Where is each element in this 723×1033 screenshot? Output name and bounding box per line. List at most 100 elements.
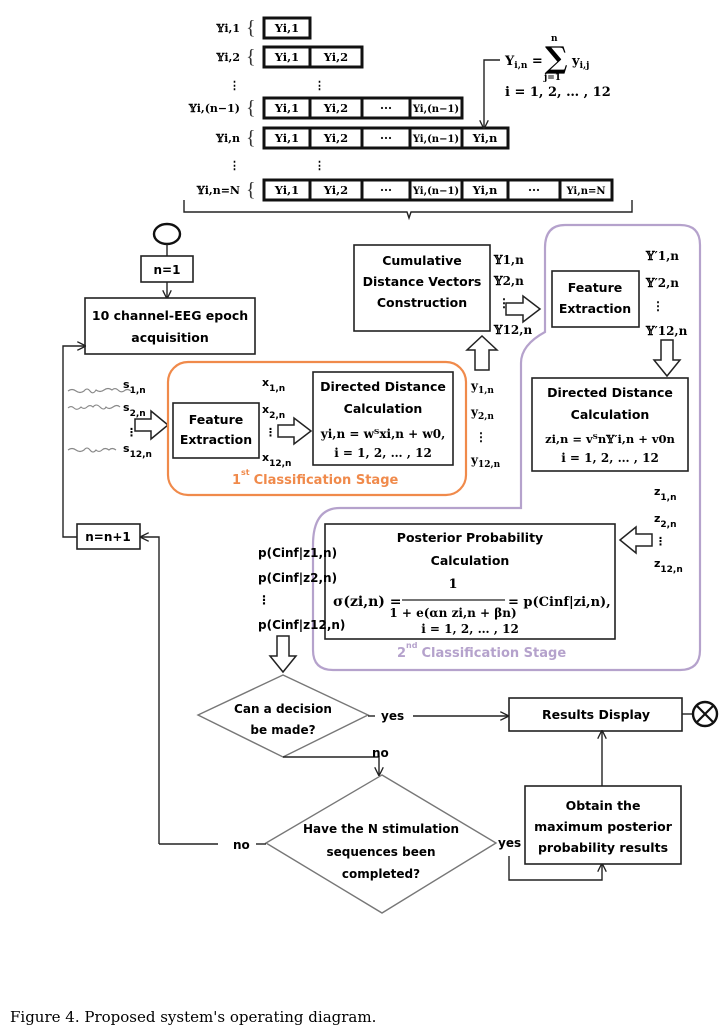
- signals-arrow: [134, 409, 170, 441]
- stage1-outputs: y1,n y2,n ⋮ y12,n: [470, 379, 501, 470]
- signal-label: s2,n: [123, 401, 146, 419]
- maxpost-line2: maximum posterior: [534, 819, 673, 834]
- stage2-container: [311, 223, 702, 672]
- stage1-container: [166, 360, 468, 497]
- signal-wave: [67, 387, 132, 394]
- stage1-ddc-line1: Directed Distance: [320, 379, 446, 394]
- no-loop-line: [141, 537, 160, 844]
- stage1-feature-box: [172, 402, 260, 459]
- row-cell-label: Yi,1: [274, 21, 299, 35]
- output-label: y12,n: [470, 453, 501, 470]
- stage2-feature-label: 𝕐′1,n: [645, 249, 679, 263]
- cumulative-line1: Cumulative: [382, 253, 462, 268]
- probability-dots: ⋮: [258, 593, 270, 607]
- stage2-feature-dots: ⋮: [652, 299, 664, 313]
- feature-label: x1,n: [262, 376, 285, 394]
- cumulative-line2: Distance Vectors: [363, 274, 482, 289]
- decision2-line3: completed?: [342, 867, 420, 881]
- output-dots: ⋮: [475, 430, 487, 444]
- cumulative-sum-formula: Yi,n = ∑ n j=1 yi,j i = 1, 2, … , 12: [484, 34, 611, 128]
- n-init-box: [140, 255, 194, 283]
- row-cell-label: Yi,(n−1): [412, 134, 459, 145]
- yes-line: [508, 856, 602, 881]
- row-cell-label: ···: [528, 183, 540, 197]
- z-arrow: [618, 525, 653, 555]
- end-terminal: [691, 700, 719, 728]
- row-cell-label: Yi,2: [323, 183, 348, 197]
- stage1-ddc-index: i = 1, 2, … , 12: [334, 446, 432, 460]
- row-label: ⋮: [229, 159, 240, 172]
- rows-brace: [183, 200, 633, 221]
- prob-down-arrow: [268, 635, 298, 674]
- probability-item: p(Cinf|z12,n): [258, 618, 345, 632]
- posterior-denominator: 1 + e(αn zi,n + βn): [389, 606, 516, 620]
- row-cell-label: ···: [380, 131, 392, 145]
- z-label: z2,n: [654, 512, 677, 530]
- stage2-ddc-index: i = 1, 2, … , 12: [561, 451, 659, 465]
- row-cell-label: Yi,n: [472, 183, 498, 197]
- row-dots: ⋮: [314, 79, 325, 92]
- row-cell-label: Yi,(n−1): [412, 104, 459, 115]
- results-box: [508, 697, 683, 732]
- signal-label: s12,n: [123, 442, 152, 460]
- decision2-no: no: [233, 838, 250, 852]
- cum-to-feature-arrow: [505, 294, 542, 324]
- no-arrow: [283, 756, 379, 775]
- posterior-line2: Calculation: [431, 553, 510, 568]
- row-label: 𝕐i,n=N: [196, 184, 240, 197]
- decision2-line1: Have the N stimulation: [303, 822, 459, 836]
- probability-list: p(Cinf|z1,n) p(Cinf|z2,n) ⋮ p(Cinf|z12,n…: [258, 546, 345, 632]
- decision1-line1: Can a decision: [234, 702, 332, 716]
- end-cross: [696, 705, 714, 723]
- row-cell-label: Yi,2: [323, 131, 348, 145]
- stage2-label: 2ndClassification Stage: [397, 641, 566, 661]
- stage1-arrow: [277, 416, 313, 446]
- row-brace: {: [246, 97, 256, 119]
- row-cell-label: Yi,2: [323, 101, 348, 115]
- feature-dots: ⋮: [265, 426, 276, 439]
- decision2-yes: yes: [498, 836, 521, 850]
- output-label: y1,n: [470, 379, 494, 396]
- formula-lhs: Yi,n =: [504, 54, 543, 71]
- z-label: z1,n: [654, 485, 677, 503]
- signal-dots: ⋮: [126, 426, 137, 439]
- row-cell: [262, 16, 312, 40]
- row-brace: {: [246, 17, 256, 39]
- stage1-features: x1,n x2,n ⋮ x12,n: [262, 376, 291, 469]
- stage2-features: 𝕐′1,n 𝕐′2,n ⋮ 𝕐′12,n: [645, 249, 688, 338]
- row-cell-label: Yi,n: [472, 131, 498, 145]
- posterior-line1: Posterior Probability: [397, 530, 543, 545]
- z-label: z12,n: [654, 557, 683, 575]
- stage1-feature-line1: Feature: [189, 412, 243, 427]
- row-cell-label: Yi,(n−1): [412, 186, 459, 197]
- posterior-lhs: σ(zi,n) =: [333, 594, 402, 610]
- decision2-line2: sequences been: [326, 845, 435, 859]
- decision1-diamond: [196, 674, 370, 758]
- stage2-ddc-line1: Directed Distance: [547, 385, 673, 400]
- maxpost-line3: probability results: [538, 840, 668, 855]
- stage2-feature-box: [551, 270, 640, 328]
- row-cell-label: Yi,1: [274, 101, 299, 115]
- row-cell: [558, 178, 614, 202]
- signal-wave: [67, 404, 121, 410]
- maxpost-box: [524, 785, 682, 865]
- loop-line: [62, 346, 85, 538]
- row-cell-label: Yi,1: [274, 183, 299, 197]
- formula-term: yi,j: [571, 54, 589, 71]
- probability-item: p(Cinf|z1,n): [258, 546, 337, 560]
- row-cell-label: Yi,n=N: [565, 186, 605, 197]
- row-cell-label: Yi,2: [323, 50, 348, 64]
- stage1-ddc-box: [312, 371, 454, 466]
- n-init-label: n=1: [154, 263, 181, 277]
- increment-box: [76, 523, 141, 550]
- acquisition-line2: acquisition: [131, 330, 208, 345]
- stage2-feature-label: 𝕐′12,n: [645, 324, 688, 338]
- sigma-symbol: ∑: [545, 41, 568, 76]
- start-terminal: [152, 222, 182, 246]
- decision1-no: no: [372, 746, 389, 760]
- row-cell-label: Yi,1: [274, 131, 299, 145]
- stage2-ddc-line2: Calculation: [571, 407, 650, 422]
- row-cell-label: ···: [380, 101, 392, 115]
- stage2-feature-label: 𝕐′2,n: [645, 276, 679, 290]
- stage2-feature-line2: Extraction: [559, 301, 631, 316]
